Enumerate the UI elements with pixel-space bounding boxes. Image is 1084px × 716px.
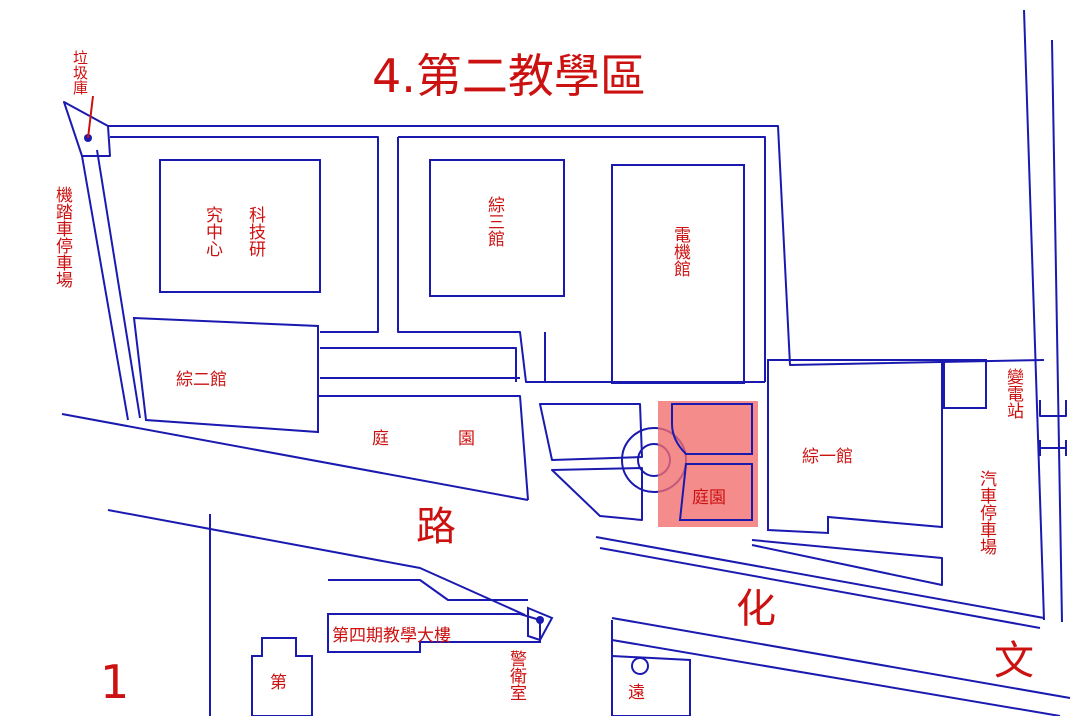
- bridge-glyph: [1039, 400, 1067, 456]
- label-zong2: 綜二館: [176, 370, 227, 390]
- label-tech-center-left: 究中心: [202, 206, 223, 257]
- garbage-depot-outline: [63, 101, 111, 157]
- garbage-depot[interactable]: [63, 95, 111, 157]
- tech-research-center[interactable]: [159, 159, 321, 293]
- label-right-partial: 遠: [628, 683, 645, 703]
- label-garden-highlight: 庭園: [692, 488, 726, 508]
- side-number: 1: [100, 655, 129, 709]
- north-road-inner: [397, 137, 545, 383]
- main-road-top-edge: [61, 413, 529, 501]
- central-band-top: [320, 347, 517, 382]
- north-road-mid: [398, 136, 766, 382]
- west-road-right-edge: [96, 149, 141, 419]
- guard-booth[interactable]: [527, 606, 554, 642]
- road-label-wen: 文: [994, 638, 1034, 684]
- south-road-c: [611, 639, 1061, 716]
- garden-path-2: [551, 467, 643, 521]
- zong3-building[interactable]: [429, 159, 565, 297]
- main-road-east-1: [611, 617, 1071, 699]
- garden-path-1: [539, 403, 643, 461]
- main-road-east-2: [595, 536, 1045, 619]
- label-zong1: 綜一館: [802, 447, 853, 467]
- label-fourth-building: 第四期教學大樓: [332, 626, 451, 646]
- east-road-left-edge: [1023, 9, 1045, 621]
- main-road-top-edge-2: [318, 395, 529, 501]
- south-building-right[interactable]: [611, 654, 691, 716]
- label-substation: 變電站: [1003, 368, 1024, 419]
- di-building[interactable]: [251, 637, 313, 716]
- south-circle-marker: [631, 657, 649, 675]
- label-guard: 警衛室: [506, 650, 527, 701]
- guard-marker: [536, 616, 544, 624]
- dianji-building[interactable]: [611, 164, 745, 384]
- label-car-parking: 汽車停車場: [976, 470, 997, 556]
- zong1-building[interactable]: [767, 359, 943, 535]
- label-garbage: 垃圾庫: [71, 50, 89, 95]
- label-tech-center-right: 科技研: [245, 206, 266, 257]
- west-road-left-edge: [81, 155, 129, 421]
- label-zong3: 綜三館: [484, 196, 505, 247]
- label-dianji: 電機館: [670, 226, 691, 277]
- north-road-bottom-edge: [110, 136, 379, 333]
- substation-building[interactable]: [943, 359, 987, 409]
- main-road-east-3: [599, 547, 1041, 629]
- north-road-top-edge: [108, 125, 1045, 366]
- fourth-building[interactable]: [327, 613, 541, 653]
- map-labels: 4.第二教學區 1 垃圾庫 機踏車停車場 科技研 究中心 綜三館 電機館 綜二館…: [52, 49, 1034, 709]
- label-garden-left-2: 園: [458, 429, 475, 449]
- zong2-building[interactable]: [132, 316, 319, 434]
- road-label-lu: 路: [416, 504, 456, 550]
- car-parking-road: [751, 539, 943, 586]
- label-di: 第: [270, 673, 287, 693]
- east-road-right-edge: [1051, 39, 1063, 623]
- label-moto-parking: 機踏車停車場: [52, 186, 73, 289]
- road-label-hua: 化: [736, 586, 776, 632]
- map-title: 4.第二教學區: [372, 49, 646, 103]
- garden-highlight[interactable]: [658, 401, 758, 527]
- south-road-b: [328, 579, 528, 601]
- road-network: [61, 9, 1071, 716]
- label-garden-left-1: 庭: [372, 429, 389, 449]
